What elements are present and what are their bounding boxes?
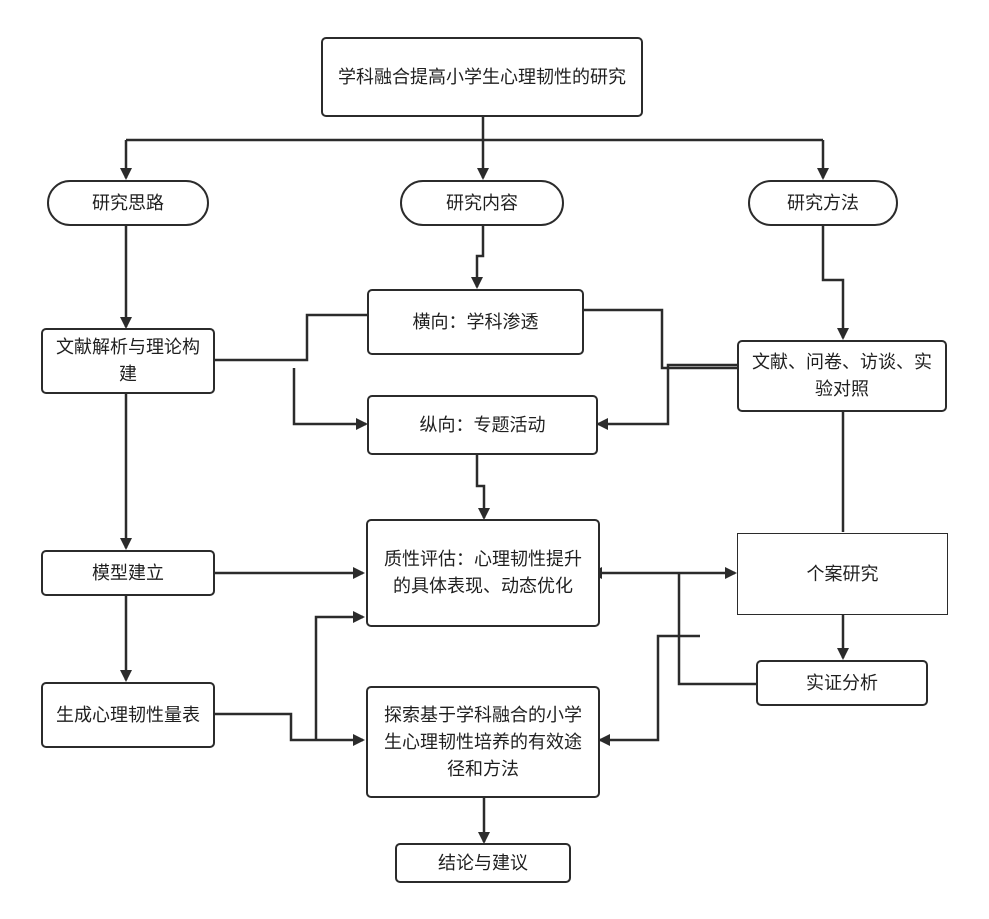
node-lit-theory-label: 文献解析与理论构建 — [56, 337, 200, 385]
node-case-study: 个案研究 — [737, 533, 948, 615]
node-explore: 探索基于学科融合的小学生心理韧性培养的有效途径和方法 — [366, 686, 600, 798]
node-conclusion: 结论与建议 — [395, 843, 571, 883]
node-qualitative-label: 质性评估：心理韧性提升的具体表现、动态优化 — [384, 549, 582, 597]
edge-method-methodslist — [821, 225, 849, 340]
node-horizontal-label: 横向：学科渗透 — [412, 311, 539, 333]
node-empirical: 实证分析 — [756, 660, 928, 706]
edge-horizontal-methods — [584, 308, 737, 370]
edge-empirical-link — [677, 573, 756, 686]
node-title-label: 学科融合提高小学生心理韧性的研究 — [338, 66, 626, 88]
node-method: 研究方法 — [748, 180, 898, 226]
node-vertical-label: 纵向：专题活动 — [419, 414, 546, 436]
node-conclusion-label: 结论与建议 — [438, 852, 528, 874]
node-explore-label: 探索基于学科融合的小学生心理韧性培养的有效途径和方法 — [384, 704, 582, 780]
node-qualitative: 质性评估：心理韧性提升的具体表现、动态优化 — [366, 519, 600, 627]
node-vertical: 纵向：专题活动 — [367, 395, 598, 455]
node-horizontal: 横向：学科渗透 — [367, 289, 584, 355]
node-title: 学科融合提高小学生心理韧性的研究 — [321, 37, 643, 117]
edge-scale-explore — [215, 712, 365, 746]
edge-scale-qualitative — [314, 611, 365, 740]
node-empirical-label: 实证分析 — [806, 672, 878, 694]
node-content: 研究内容 — [400, 180, 564, 226]
node-scale-label: 生成心理韧性量表 — [56, 704, 200, 726]
node-methods-list: 文献、问卷、访谈、实验对照 — [737, 340, 947, 412]
node-method-label: 研究方法 — [787, 192, 859, 214]
edge-to-explore-right — [598, 634, 700, 746]
node-approach: 研究思路 — [47, 180, 209, 226]
edge-vertical-qualitative — [475, 454, 490, 520]
edge-lit-horizontal-link — [215, 313, 367, 362]
node-lit-theory: 文献解析与理论构建 — [41, 328, 215, 394]
node-model: 模型建立 — [41, 550, 215, 596]
node-approach-label: 研究思路 — [92, 192, 164, 214]
node-case-study-label: 个案研究 — [806, 563, 879, 585]
node-methods-list-label: 文献、问卷、访谈、实验对照 — [752, 352, 932, 400]
node-scale: 生成心理韧性量表 — [41, 682, 215, 748]
edge-content-horizontal — [471, 225, 485, 289]
node-model-label: 模型建立 — [92, 562, 164, 584]
edge-methods-vertical — [596, 363, 737, 430]
edge-lit-vertical — [292, 368, 368, 430]
node-content-label: 研究内容 — [446, 192, 518, 214]
